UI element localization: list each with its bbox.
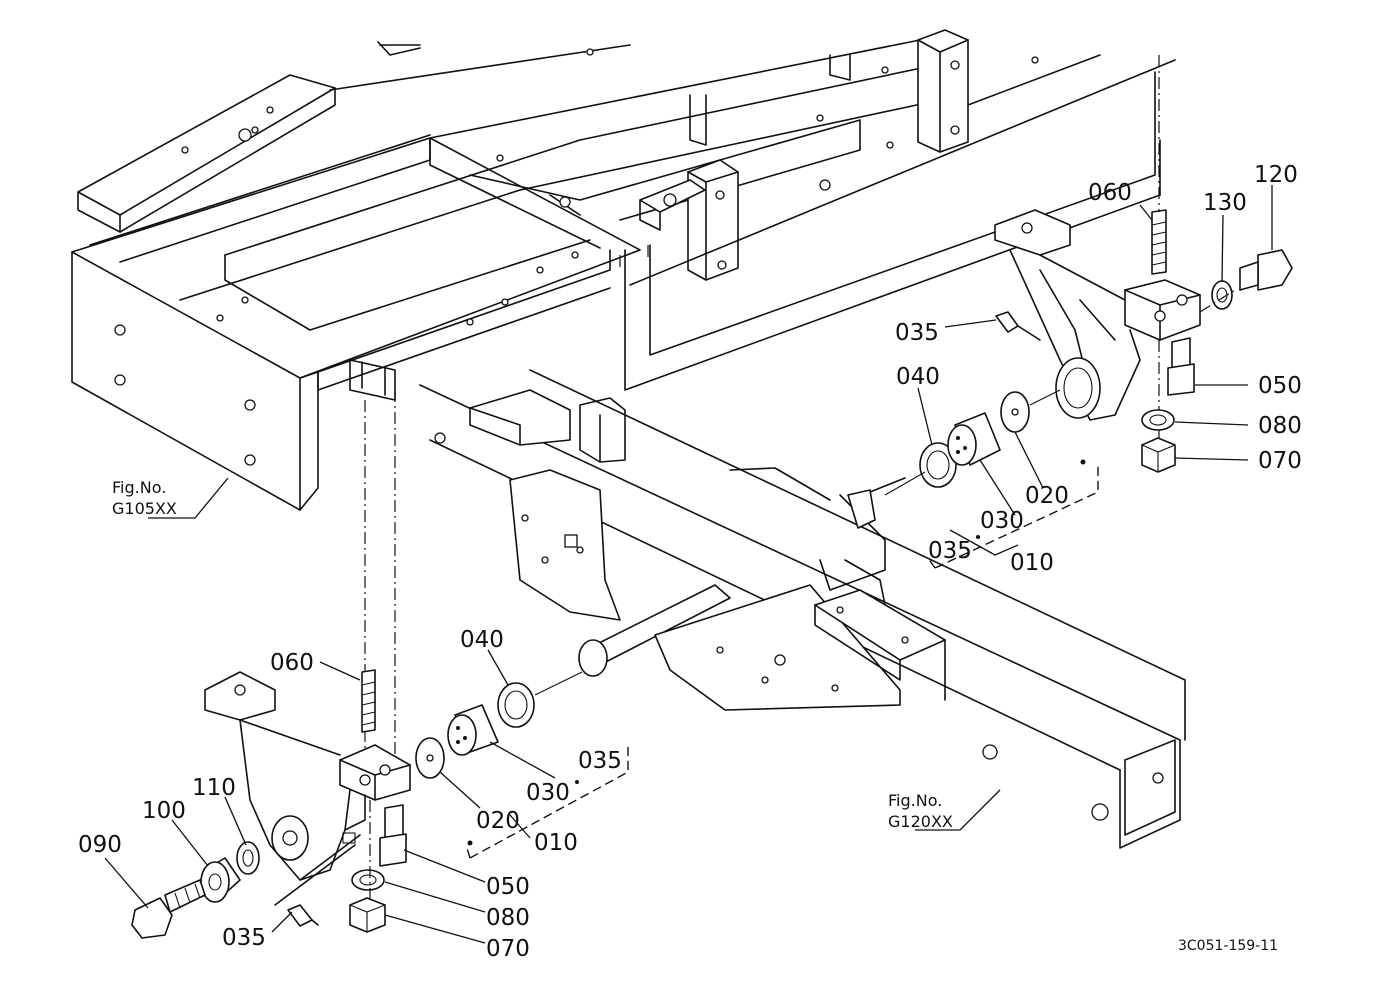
figure-ref-frame: Fig.No. G105XX xyxy=(112,478,177,518)
part-label-040-left: 040 xyxy=(460,627,504,653)
part-label-080-right: 080 xyxy=(1258,413,1302,439)
right-parts xyxy=(884,55,1293,569)
part-label-040-right: 040 xyxy=(896,364,940,390)
fig-ref-frame-line1: Fig.No. xyxy=(112,478,166,497)
part-label-020-left: 020 xyxy=(476,808,520,834)
part-label-100-left: 100 xyxy=(142,798,186,824)
part-label-130-right: 130 xyxy=(1203,190,1247,216)
part-label-060-left: 060 xyxy=(270,650,314,676)
left-parts xyxy=(131,669,629,939)
fig-ref-drawbar-line1: Fig.No. xyxy=(888,791,942,810)
part-label-030-right: 030 xyxy=(980,508,1024,534)
part-label-035-grease-right: 035 xyxy=(895,320,939,346)
part-label-035-group-left: 035 xyxy=(578,748,622,774)
part-label-080-left: 080 xyxy=(486,905,530,931)
right-hanger-bracket xyxy=(994,209,1201,421)
drawbar-assembly xyxy=(419,369,1186,849)
fig-ref-frame-line2: G105XX xyxy=(112,499,177,518)
part-label-060-right: 060 xyxy=(1088,180,1132,206)
part-label-030-left: 030 xyxy=(526,780,570,806)
main-frame xyxy=(71,29,1176,760)
figure-ref-drawbar: Fig.No. G120XX xyxy=(888,791,953,831)
part-label-020-right: 020 xyxy=(1025,483,1069,509)
part-label-010-right: 010 xyxy=(1010,550,1054,576)
part-label-070-left: 070 xyxy=(486,936,530,962)
part-label-110-left: 110 xyxy=(192,775,236,801)
fig-ref-drawbar-line2: G120XX xyxy=(888,812,953,831)
part-label-050-right: 050 xyxy=(1258,373,1302,399)
drawing-code: 3C051-159-11 xyxy=(1178,938,1278,954)
part-label-120-right: 120 xyxy=(1254,162,1298,188)
left-hanger-bracket xyxy=(204,671,411,906)
part-label-090-left: 090 xyxy=(78,832,122,858)
part-label-035-group-right: 035 xyxy=(928,538,972,564)
part-label-010-left: 010 xyxy=(534,830,578,856)
part-label-050-left: 050 xyxy=(486,874,530,900)
leader-lines xyxy=(104,185,1273,944)
part-label-035-grease-left: 035 xyxy=(222,925,266,951)
part-label-070-right: 070 xyxy=(1258,448,1302,474)
